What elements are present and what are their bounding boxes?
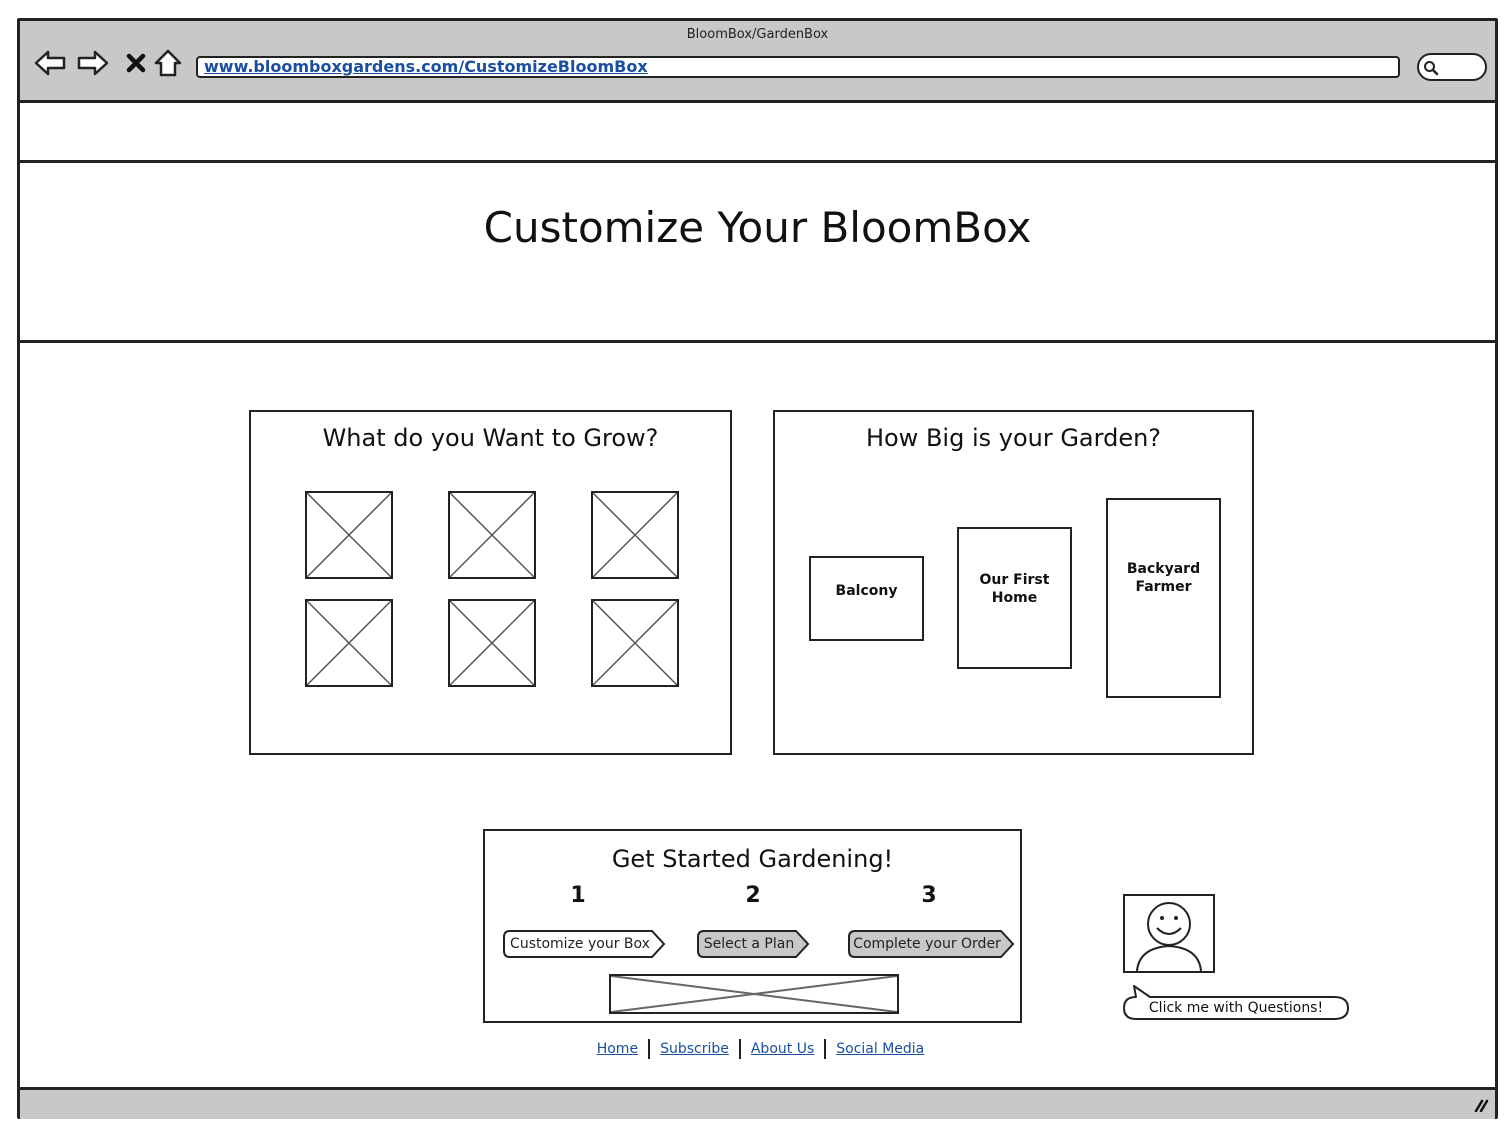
plant-option-placeholder[interactable] xyxy=(305,599,393,687)
size-panel: How Big is your Garden? Balcony Our Firs… xyxy=(773,410,1254,755)
url-bar[interactable]: www.bloomboxgardens.com/CustomizeBloomBo… xyxy=(196,56,1400,78)
window-title: BloomBox/GardenBox xyxy=(686,27,829,42)
header-section: Customize Your BloomBox xyxy=(20,163,1495,343)
speech-bubble-shape xyxy=(1123,985,1349,1020)
help-bubble-text: Click me with Questions! xyxy=(1148,1000,1324,1016)
size-option-label: Home xyxy=(991,590,1038,606)
step-label: Select a Plan xyxy=(703,936,795,952)
forward-arrow-icon xyxy=(77,50,109,76)
step-label: Complete your Order xyxy=(853,936,1001,952)
size-option-label: Backyard xyxy=(1126,561,1201,577)
step-arrow-shape xyxy=(697,930,810,958)
size-panel-title: How Big is your Garden? xyxy=(865,424,1162,452)
footer-separator xyxy=(738,1039,741,1059)
size-option-label: Our First xyxy=(979,572,1050,588)
footer-links: Home Subscribe About Us Social Media xyxy=(20,1039,1501,1059)
get-started-title: Get Started Gardening! xyxy=(611,845,894,873)
search-icon xyxy=(1424,61,1439,76)
footer-link-home[interactable]: Home xyxy=(596,1041,639,1057)
image-placeholder-icon xyxy=(450,493,534,577)
step-arrow-shape xyxy=(848,930,1015,958)
footer-link-about-us[interactable]: About Us xyxy=(750,1041,815,1057)
complete-order-button[interactable]: Complete your Order xyxy=(847,929,1015,959)
grow-panel: What do you Want to Grow? xyxy=(249,410,732,755)
image-placeholder-icon xyxy=(450,601,534,685)
plant-option-placeholder[interactable] xyxy=(448,491,536,579)
image-placeholder-icon xyxy=(593,601,677,685)
image-placeholder-icon xyxy=(610,975,898,1013)
footer-separator xyxy=(824,1039,827,1059)
size-option-label: Balcony xyxy=(835,583,898,599)
home-icon xyxy=(154,49,182,77)
size-option-label: Farmer xyxy=(1135,579,1192,595)
resize-grip-icon[interactable] xyxy=(1473,1098,1489,1112)
plant-option-placeholder[interactable] xyxy=(591,599,679,687)
stop-button[interactable] xyxy=(118,45,154,81)
browser-window: BloomBox/GardenBox www.bloomboxgardens.c… xyxy=(17,18,1498,1119)
plant-option-placeholder[interactable] xyxy=(448,599,536,687)
size-option-balcony[interactable]: Balcony xyxy=(809,556,924,641)
back-arrow-icon xyxy=(34,50,66,76)
help-speech-bubble[interactable]: Click me with Questions! xyxy=(1122,983,1350,1021)
browser-toolbar: BloomBox/GardenBox www.bloomboxgardens.c… xyxy=(20,21,1495,103)
step-number: 1 xyxy=(570,883,586,908)
step-arrow-shape xyxy=(503,930,666,958)
step-label: Customize your Box xyxy=(510,936,650,952)
plant-option-placeholder[interactable] xyxy=(591,491,679,579)
size-option-backyard-farmer[interactable]: Backyard Farmer xyxy=(1106,498,1221,698)
banner-image-placeholder xyxy=(609,974,899,1014)
help-avatar[interactable] xyxy=(1123,894,1215,973)
home-button[interactable] xyxy=(150,45,186,81)
nav-band xyxy=(20,103,1495,163)
step-number: 2 xyxy=(745,883,761,908)
status-bar xyxy=(20,1087,1495,1119)
get-started-panel: Get Started Gardening! 1 2 3 Customize y… xyxy=(483,829,1022,1023)
footer-separator xyxy=(648,1039,651,1059)
image-placeholder-icon xyxy=(593,493,677,577)
search-field[interactable] xyxy=(1417,53,1487,81)
image-placeholder-icon xyxy=(307,601,391,685)
footer-link-social-media[interactable]: Social Media xyxy=(836,1041,925,1057)
grow-panel-title: What do you Want to Grow? xyxy=(322,424,659,452)
plant-option-placeholder[interactable] xyxy=(305,491,393,579)
image-placeholder-icon xyxy=(307,493,391,577)
size-option-our-first-home[interactable]: Our First Home xyxy=(957,527,1072,669)
avatar-icon xyxy=(1136,902,1202,972)
footer-link-subscribe[interactable]: Subscribe xyxy=(660,1041,729,1057)
forward-button[interactable] xyxy=(75,45,111,81)
back-button[interactable] xyxy=(32,45,68,81)
close-icon xyxy=(126,53,146,73)
page-title: Customize Your BloomBox xyxy=(483,203,1032,252)
select-plan-button[interactable]: Select a Plan xyxy=(696,929,810,959)
customize-box-button[interactable]: Customize your Box xyxy=(502,929,666,959)
step-number: 3 xyxy=(921,883,937,908)
